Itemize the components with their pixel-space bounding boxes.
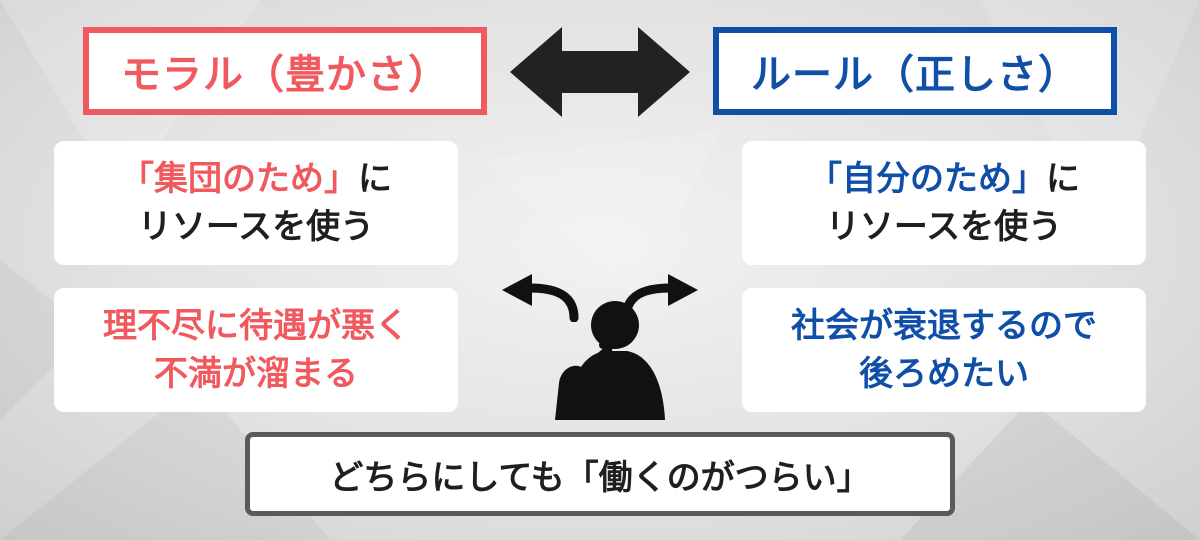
rule-resource-card: 「自分のため」に リソースを使う	[742, 141, 1146, 265]
rule-resource-highlight: 「自分のため」	[808, 159, 1046, 199]
moral-resource-highlight: 「集団のため」	[120, 159, 358, 199]
rule-downside-line1: 社会が衰退するので	[791, 306, 1097, 346]
moral-downside-line1: 理不尽に待遇が悪く	[103, 306, 409, 346]
moral-title-box: モラル（豊かさ）	[83, 27, 487, 115]
conclusion-box: どちらにしても「働くのがつらい」	[245, 432, 955, 516]
moral-downside-line2: 不満が溜まる	[154, 354, 358, 394]
moral-title: モラル（豊かさ）	[121, 52, 449, 98]
rule-resource-line1: 「自分のため」に	[808, 155, 1080, 203]
moral-resource-particle: に	[358, 159, 392, 199]
rule-resource-line2: リソースを使う	[825, 207, 1063, 247]
moral-resource-line1: 「集団のため」に	[120, 155, 392, 203]
moral-resource-card: 「集団のため」に リソースを使う	[54, 141, 458, 265]
rule-downside-line2: 後ろめたい	[859, 354, 1029, 394]
curved-arrow-left-icon	[502, 274, 579, 322]
rule-title: ルール（正しさ）	[751, 52, 1079, 98]
conclusion-text: どちらにしても「働くのがつらい」	[329, 457, 871, 498]
thinking-person-icon	[555, 301, 665, 420]
moral-downside-card: 理不尽に待遇が悪く 不満が溜まる	[54, 288, 458, 412]
moral-resource-line2: リソースを使う	[137, 207, 375, 247]
double-arrow-icon	[510, 27, 690, 117]
rule-downside-card: 社会が衰退するので 後ろめたい	[742, 288, 1146, 412]
rule-title-box: ルール（正しさ）	[713, 27, 1117, 115]
rule-resource-particle: に	[1046, 159, 1080, 199]
